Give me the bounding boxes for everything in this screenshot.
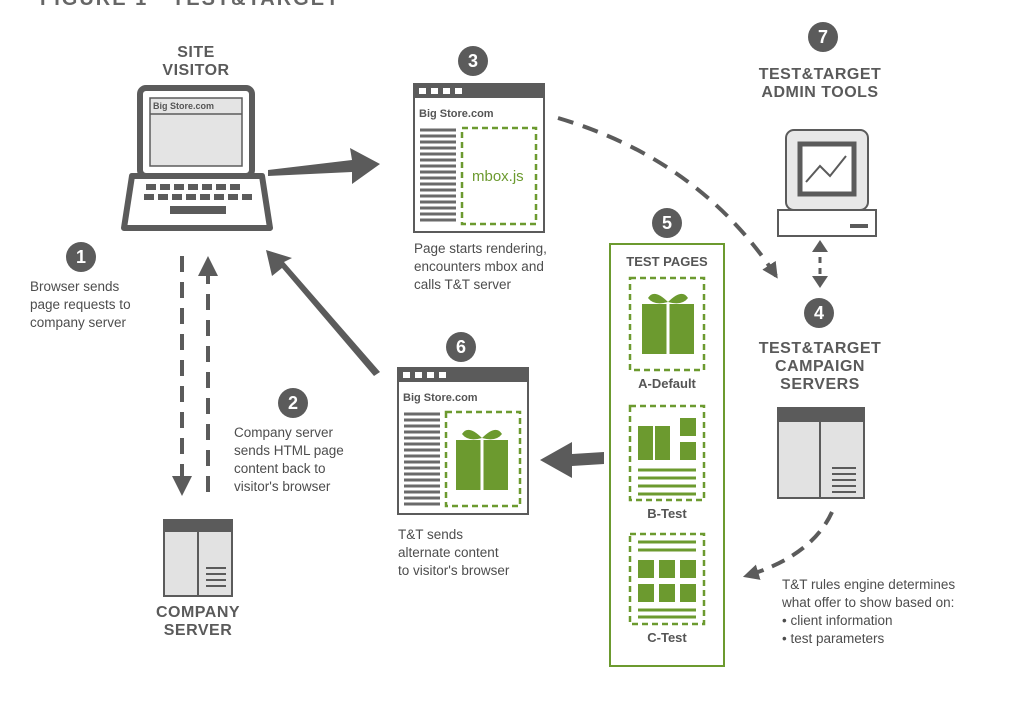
browser-window-step6 <box>397 367 529 515</box>
test-pages-heading: TEST PAGES <box>626 254 708 269</box>
step1-badge: 1 <box>66 242 96 272</box>
step6-line2: alternate content <box>398 545 499 560</box>
company-server-heading: COMPANY SERVER <box>134 604 262 640</box>
step1-line1: Browser sends <box>30 279 120 294</box>
campaign-server-icon <box>777 407 865 499</box>
laptop-screen-text: Big Store.com <box>153 101 215 111</box>
admin-tools-heading-line1: TEST&TARGET <box>758 66 882 83</box>
test-page-c-thumb <box>628 532 706 626</box>
test-page-b-label: B-Test <box>647 506 687 521</box>
campaign-servers-heading: TEST&TARGET CAMPAIGN SERVERS <box>732 340 908 394</box>
campaign-servers-heading-line2: CAMPAIGN <box>775 358 865 375</box>
rules-engine-text: T&T rules engine determines what offer t… <box>782 576 955 648</box>
step5-badge: 5 <box>652 208 682 238</box>
browser-window-step3 <box>413 83 545 233</box>
rules-engine-line1: T&T rules engine determines <box>782 577 956 592</box>
step2-line3: content back to <box>234 461 326 476</box>
admin-tools-heading-line2: ADMIN TOOLS <box>761 84 879 101</box>
rules-engine-line2: what offer to show based on: <box>782 595 955 610</box>
step1-text: Browser sends page requests to company s… <box>30 278 131 332</box>
step2-line1: Company server <box>234 425 334 440</box>
step6-browser-title: Big Store.com <box>403 392 478 404</box>
company-server-heading-line2: SERVER <box>163 622 233 639</box>
step6-line3: to visitor's browser <box>398 563 510 578</box>
step7-badge: 7 <box>808 22 838 52</box>
site-visitor-heading: SITE VISITOR <box>140 44 252 80</box>
figure-title: FIGURE 1 · TEST&TARGET <box>40 0 340 11</box>
mbox-label: mbox.js <box>472 168 524 185</box>
admin-tools-heading: TEST&TARGET ADMIN TOOLS <box>732 66 908 102</box>
site-visitor-heading-line1: SITE <box>177 44 215 61</box>
step3-browser-title: Big Store.com <box>419 108 494 120</box>
step2-line4: visitor's browser <box>234 479 331 494</box>
step6-badge: 6 <box>446 332 476 362</box>
company-server-icon <box>163 519 233 597</box>
test-page-c-label: C-Test <box>647 630 687 645</box>
step1-line3: company server <box>30 315 127 330</box>
arrow-page-to-campaign <box>557 116 778 279</box>
company-server-heading-line1: COMPANY <box>155 604 241 621</box>
rules-engine-bullet2: • test parameters <box>782 631 885 646</box>
test-page-b-thumb <box>628 404 706 502</box>
step2-text: Company server sends HTML page content b… <box>234 424 344 496</box>
campaign-servers-heading-line3: SERVERS <box>780 376 860 393</box>
step2-badge: 2 <box>278 388 308 418</box>
arrow-testpages-to-page6 <box>540 442 604 478</box>
step1-line2: page requests to <box>30 297 131 312</box>
step3-badge: 3 <box>458 46 488 76</box>
step3-line3: calls T&T server <box>414 277 512 292</box>
step2-line2: sends HTML page <box>234 443 344 458</box>
step3-line1: Page starts rendering, <box>414 241 547 256</box>
step3-line2: encounters mbox and <box>414 259 544 274</box>
laptop-icon <box>121 85 273 231</box>
admin-computer-icon <box>777 129 877 237</box>
step4-badge: 4 <box>804 298 834 328</box>
step6-text: T&T sends alternate content to visitor's… <box>398 526 509 580</box>
campaign-servers-heading-line1: TEST&TARGET <box>758 340 882 357</box>
arrow-visitor-to-page <box>268 148 380 184</box>
arrow-campaign-to-rules <box>742 511 834 580</box>
rules-engine-bullet1: • client information <box>782 613 893 628</box>
step3-text: Page starts rendering, encounters mbox a… <box>414 240 547 294</box>
test-page-a-label: A-Default <box>638 376 696 391</box>
test-page-a-thumb <box>628 276 706 372</box>
arrow-page6-to-visitor <box>266 250 380 376</box>
site-visitor-heading-line2: VISITOR <box>162 62 230 79</box>
step6-line1: T&T sends <box>398 527 464 542</box>
